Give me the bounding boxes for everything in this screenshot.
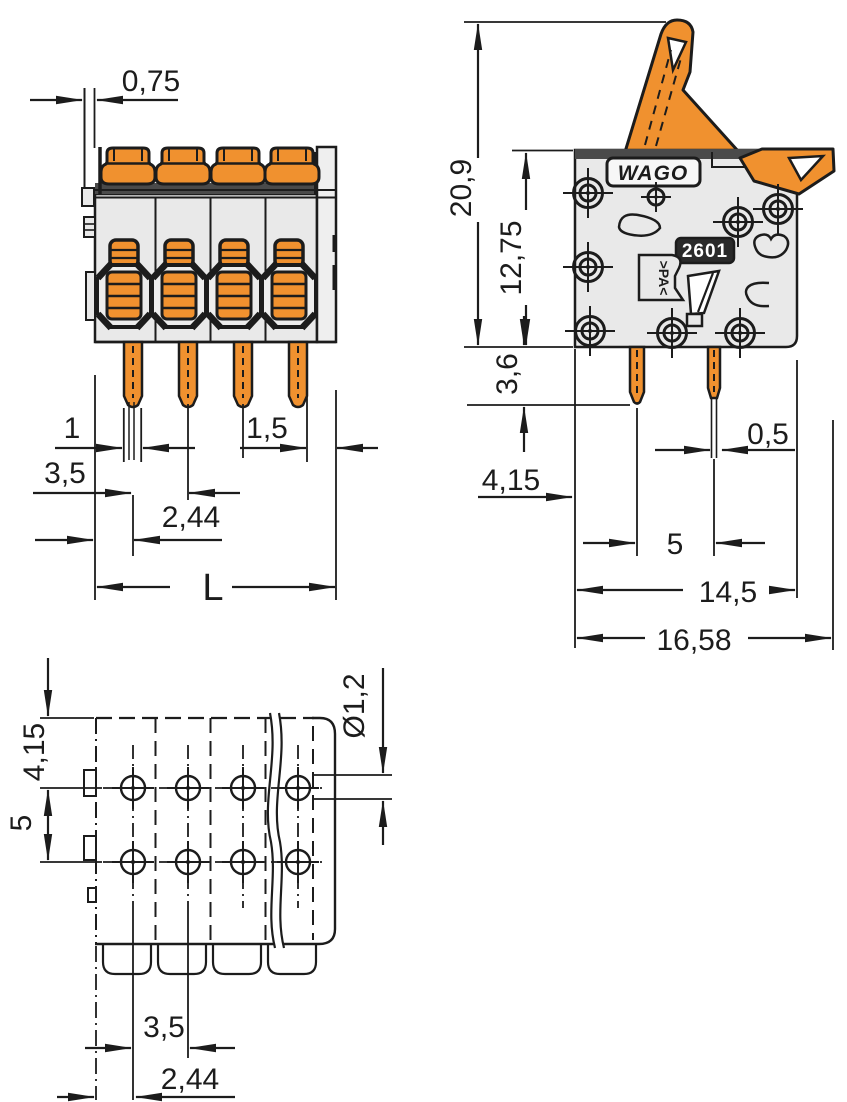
break-line bbox=[275, 712, 286, 949]
bottom-dimensions: 4,15 5 Ø1,2 3,5 2,44 bbox=[5, 658, 392, 1102]
front-dimensions: 0,75 1 1,5 3,5 bbox=[30, 65, 378, 609]
dim-label-total-depth: 16,58 bbox=[656, 624, 731, 657]
leaf-mark bbox=[617, 213, 662, 237]
lever-body bbox=[623, 18, 740, 154]
wedge-hole bbox=[786, 154, 827, 183]
dim-label-row-spacing: 5 bbox=[5, 815, 38, 832]
series-badge bbox=[674, 236, 736, 265]
dim-label-length: L bbox=[202, 567, 223, 609]
side-dimensions: 20,9 12,75 3,6 4,15 5 0,5 14,5 bbox=[445, 21, 834, 657]
side-top-dark-strip bbox=[575, 149, 768, 159]
material-marking: >PA< bbox=[656, 261, 672, 296]
dim-label-lever-offset: 0,75 bbox=[122, 65, 180, 98]
side-view: WAGO 2601 >PA< bbox=[445, 18, 836, 657]
dim-label-edge-to-pin: 4,15 bbox=[482, 464, 540, 497]
front-left-tab bbox=[85, 271, 96, 321]
wago-logo-box bbox=[605, 156, 702, 188]
dim-label-pin-width: 1 bbox=[64, 412, 81, 445]
push-button bbox=[263, 146, 321, 186]
dim-label-body-depth: 14,5 bbox=[699, 576, 757, 609]
blob-mark bbox=[753, 233, 790, 259]
dim-label-pin-length: 3,6 bbox=[491, 353, 524, 395]
bracket-mark bbox=[744, 281, 770, 308]
dim-label-pitch: 3,5 bbox=[44, 457, 86, 490]
break-line bbox=[266, 712, 277, 949]
push-button bbox=[154, 146, 212, 186]
series-number: 2601 bbox=[682, 241, 728, 262]
side-markings: WAGO 2601 >PA< bbox=[561, 156, 805, 360]
push-button bbox=[99, 146, 157, 186]
front-left-tab bbox=[83, 216, 96, 238]
side-lever bbox=[623, 18, 740, 154]
bottom-view: 4,15 5 Ø1,2 3,5 2,44 bbox=[5, 658, 392, 1102]
material-flag bbox=[637, 253, 686, 302]
bottom-outline bbox=[83, 712, 337, 976]
wago-logo: WAGO bbox=[618, 162, 689, 185]
bottom-left-tab bbox=[83, 769, 97, 797]
front-push-buttons bbox=[99, 146, 321, 186]
push-button bbox=[209, 146, 267, 186]
scallop bbox=[101, 944, 153, 976]
side-pins bbox=[628, 345, 722, 458]
dim-label-edge-to-row1: 4,15 bbox=[18, 723, 51, 781]
dim-label-pin-spacing: 5 bbox=[667, 528, 684, 561]
front-view: 0,75 1 1,5 3,5 bbox=[30, 65, 378, 609]
dim-label-edge-to-pin: 2,44 bbox=[161, 1063, 219, 1096]
front-clamp-units bbox=[95, 238, 318, 331]
front-left-tab bbox=[81, 187, 95, 207]
wedge-symbol bbox=[686, 269, 721, 316]
dim-label-hole-diameter: Ø1,2 bbox=[338, 673, 371, 738]
clamp-unit bbox=[150, 238, 208, 331]
bottom-left-tab bbox=[87, 887, 97, 903]
dim-label-pin-thickness: 0,5 bbox=[747, 418, 789, 451]
dim-label-total-height: 20,9 bbox=[445, 159, 478, 217]
scallop bbox=[156, 944, 208, 976]
scallop bbox=[211, 944, 263, 976]
bottom-left-tab bbox=[83, 835, 97, 861]
scallop bbox=[266, 944, 318, 976]
dim-label-edge-to-pin: 2,44 bbox=[162, 501, 220, 534]
dim-label-pin-to-edge: 1,5 bbox=[246, 412, 288, 445]
dim-label-pitch: 3,5 bbox=[143, 1011, 185, 1044]
clamp-unit bbox=[205, 238, 263, 331]
lever-hole bbox=[666, 36, 688, 75]
front-top-dark-strip bbox=[95, 183, 317, 194]
dim-label-body-height: 12,75 bbox=[495, 220, 528, 295]
clamp-unit bbox=[260, 238, 318, 331]
